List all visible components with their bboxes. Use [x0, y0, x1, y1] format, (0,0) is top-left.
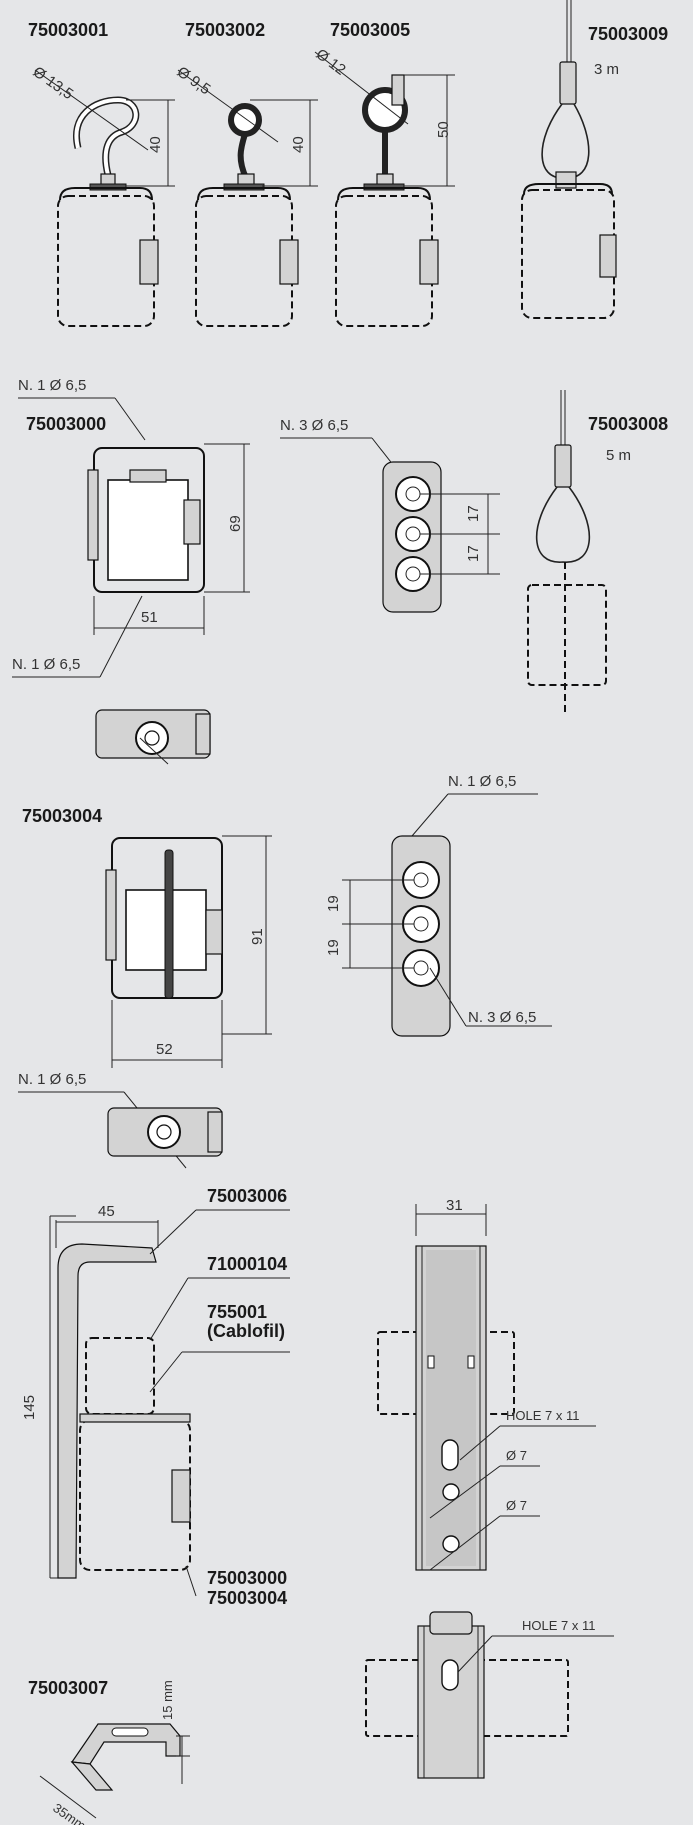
mounting-plate-3hole: 17 17 [382, 461, 500, 613]
dim-bracket-width: 45 [98, 1203, 115, 1220]
code-71000104: 71000104 [207, 1254, 287, 1274]
rail-assembly-view [365, 1611, 614, 1779]
code-75003006: 75003006 [207, 1186, 287, 1206]
hook-75003002: 40 Ø 9,5 [174, 63, 318, 327]
clamp-75003004-side-view [107, 1107, 223, 1157]
label-plate2-hole: N. 1 Ø 6,5 [448, 773, 516, 790]
cable-hanger-75003009: 3 m [521, 0, 619, 319]
code-75003002: 75003002 [185, 20, 265, 40]
rail-front-view: 31 [377, 1197, 596, 1571]
dim-plate2-spacing-1: 19 [325, 895, 342, 912]
dim-plate1-spacing-2: 17 [465, 545, 482, 562]
hook-75003001: 40 Ø 13,5 [30, 63, 175, 327]
dim-75003004-width: 52 [156, 1041, 173, 1058]
ringbolt-75003005: 50 Ø 12 [313, 46, 455, 327]
clamp-75003000-side-view [95, 709, 211, 765]
code-75003001: 75003001 [28, 20, 108, 40]
code-75003007: 75003007 [28, 1678, 108, 1698]
code-75003004-b: 75003004 [207, 1588, 287, 1608]
cable-hanger-75003008 [527, 390, 607, 715]
dim-rail-width: 31 [446, 1197, 463, 1214]
dim-75003000-width: 51 [141, 609, 158, 626]
dim-hook1-diameter: Ø 13,5 [30, 63, 77, 103]
dim-hook1-height: 40 [147, 136, 164, 153]
code-75003004: 75003004 [22, 806, 102, 826]
code-75003000-b: 75003000 [207, 1568, 287, 1588]
code-755001: 755001 [207, 1302, 267, 1322]
dim-75003004-height: 91 [249, 928, 266, 945]
clamp-75003000: 69 51 [87, 443, 250, 635]
dim-plate1-spacing-1: 17 [465, 505, 482, 522]
code-75003009: 75003009 [588, 24, 668, 44]
clip-75003007: 15 mm 35mm [39, 1680, 190, 1825]
label-plate1-holes: N. 3 Ø 6,5 [280, 417, 348, 434]
label-75003004-side-hole: N. 1 Ø 6,5 [18, 1071, 86, 1088]
dim-clip-height: 15 mm [160, 1680, 175, 1720]
dim-bracket-height: 145 [21, 1395, 38, 1420]
label-hole-7x11-a: HOLE 7 x 11 [506, 1408, 579, 1423]
clamp-75003004: 91 52 [105, 835, 272, 1068]
cable1-length: 3 m [594, 61, 619, 78]
label-75003000-hole: N. 1 Ø 6,5 [18, 377, 86, 394]
label-plate2-holes: N. 3 Ø 6,5 [468, 1009, 536, 1026]
dim-plate2-spacing-2: 19 [325, 939, 342, 956]
label-75003000-side-hole: N. 1 Ø 6,5 [12, 656, 80, 673]
label-d7-b: Ø 7 [506, 1498, 527, 1513]
code-cablofil: (Cablofil) [207, 1321, 285, 1341]
dim-75003000-height: 69 [227, 515, 244, 532]
mounting-plate-3hole-large: 19 19 [325, 835, 467, 1037]
label-hole-7x11-b: HOLE 7 x 11 [522, 1618, 595, 1633]
label-d7-a: Ø 7 [506, 1448, 527, 1463]
code-75003005: 75003005 [330, 20, 410, 40]
dim-clip-width: 35mm [50, 1800, 88, 1825]
dim-hook2-diameter: Ø 9,5 [174, 63, 214, 98]
dim-hook2-height: 40 [290, 136, 307, 153]
code-75003008: 75003008 [588, 414, 668, 434]
bracket-assembly: 145 45 [21, 1203, 290, 1597]
dim-ring-height: 50 [435, 121, 452, 138]
code-75003000: 75003000 [26, 414, 106, 434]
cable2-length: 5 m [606, 447, 631, 464]
